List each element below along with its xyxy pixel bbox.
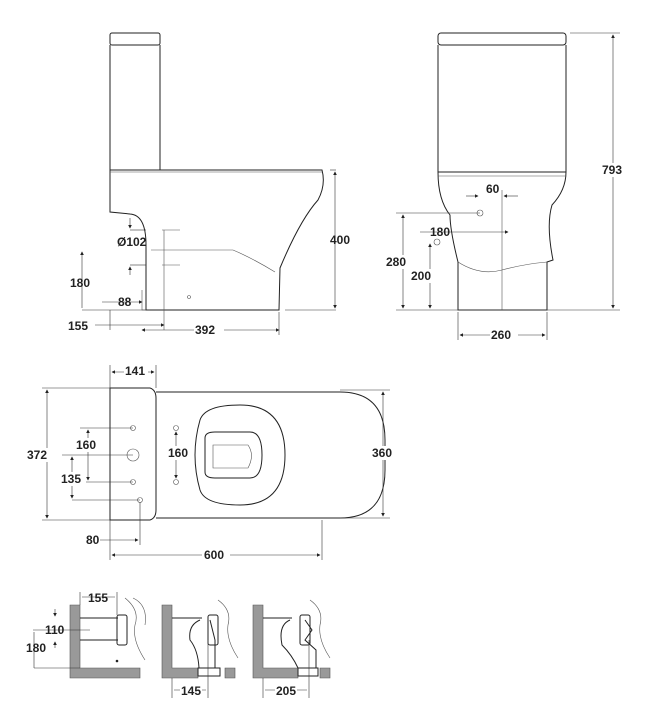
dim-360: 360 [372,446,392,460]
inst-110: 110 [45,623,65,637]
inst-180: 180 [26,641,46,655]
dim-80: 80 [86,533,100,547]
dim-155: 155 [68,319,88,333]
pan [109,169,324,311]
plan-view: 141 372 160 135 160 360 80 600 [26,364,398,562]
front-view: 60 180 280 200 793 260 [385,32,626,342]
dim-392: 392 [195,323,215,337]
side-view: 400 392 155 88 180 Ø102 [68,32,350,337]
inst-205: 205 [276,684,296,698]
dim-400: 400 [330,233,350,247]
dim-260: 260 [491,328,511,342]
dim-200: 200 [411,269,431,283]
dim-793: 793 [602,163,622,177]
installation-floor-205: 205 [252,599,331,698]
tank [109,45,161,170]
dim-135: 135 [61,472,81,486]
dim-60: 60 [486,182,500,196]
installation-floor-145: 145 [161,599,239,698]
dim-600: 600 [204,548,224,562]
dim-372: 372 [27,448,47,462]
inst-145: 145 [181,684,201,698]
dim-diameter-102: Ø102 [117,235,147,249]
dim-holes-160: 160 [76,438,96,452]
installation-wall-outlet: 155 110 180 [26,591,146,679]
tank-lid [109,32,161,46]
dim-180: 180 [70,276,90,290]
dim-280: 280 [386,255,406,269]
inst-155: 155 [88,591,108,605]
dim-front-180: 180 [430,225,450,239]
dim-bolts-160: 160 [168,446,188,460]
dim-141: 141 [125,364,145,378]
dim-88: 88 [118,295,132,309]
